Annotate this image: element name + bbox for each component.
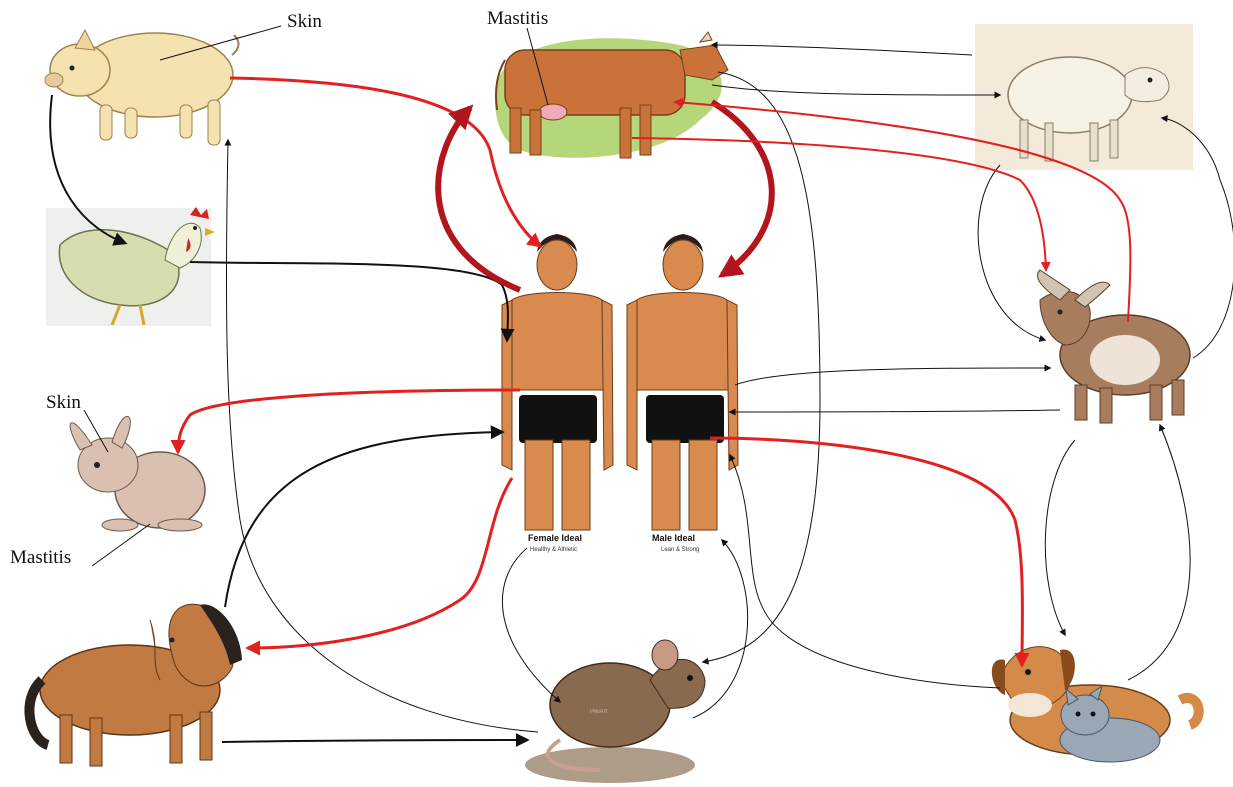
- arrow-human-female-rat: [502, 548, 560, 702]
- rat-icon: [525, 640, 705, 783]
- rat-node: PikiArt: [525, 640, 705, 783]
- arrow-human-female-horse: [248, 478, 512, 648]
- female-subcaption: Healthy & Athletic: [530, 547, 577, 553]
- arrow-cow-sheep: [712, 85, 1000, 95]
- arrow-horse-rat: [222, 740, 527, 742]
- female-caption: Female Ideal: [528, 533, 582, 543]
- arrow-chicken-human-female: [190, 262, 508, 340]
- arrow-goat-dog-cat: [1045, 440, 1075, 635]
- rat-watermark: PikiArt: [590, 709, 608, 715]
- goat-icon: [1038, 270, 1191, 423]
- rabbit-icon: [70, 416, 205, 531]
- chicken-node: [46, 207, 215, 326]
- pig-icon: [45, 30, 239, 145]
- arrow-cow-human-male: [712, 102, 772, 275]
- cow-mastitis-label: Mastitis: [487, 8, 548, 29]
- arrow-dog-cat-goat: [1128, 425, 1190, 680]
- arrow-horse-human-female: [225, 432, 502, 607]
- rabbit-mastitis-label: Mastitis: [10, 547, 71, 568]
- arrow-human-male-dog-cat: [710, 438, 1022, 665]
- male-caption: Male Ideal: [652, 533, 695, 543]
- human-male-node: Male Ideal Lean & Strong: [627, 234, 738, 553]
- human-female-node: Female Ideal Healthy & Athletic: [502, 234, 613, 553]
- goat-node: [1038, 270, 1191, 423]
- arrow-human-male-goat: [735, 368, 1050, 385]
- arrow-dog-cat-human-male: [730, 455, 1000, 688]
- arrow-sheep-cow: [712, 45, 972, 55]
- human-icon: [627, 234, 738, 530]
- arrow-pig-human-female: [230, 78, 540, 246]
- human-icon: [502, 234, 613, 530]
- arrow-sheep-goat: [978, 165, 1045, 340]
- rabbit-skin-label: Skin: [46, 392, 81, 413]
- male-subcaption: Lean & Strong: [661, 547, 699, 553]
- pig-skin-label: Skin: [287, 11, 322, 32]
- pig-node: [45, 30, 239, 145]
- arrow-rat-pig: [226, 140, 538, 732]
- arrow-goat-human-male: [730, 410, 1060, 412]
- horse-icon: [29, 604, 242, 766]
- sheep-node: [975, 24, 1193, 170]
- horse-node: [29, 604, 242, 766]
- rabbit-node: [70, 416, 205, 531]
